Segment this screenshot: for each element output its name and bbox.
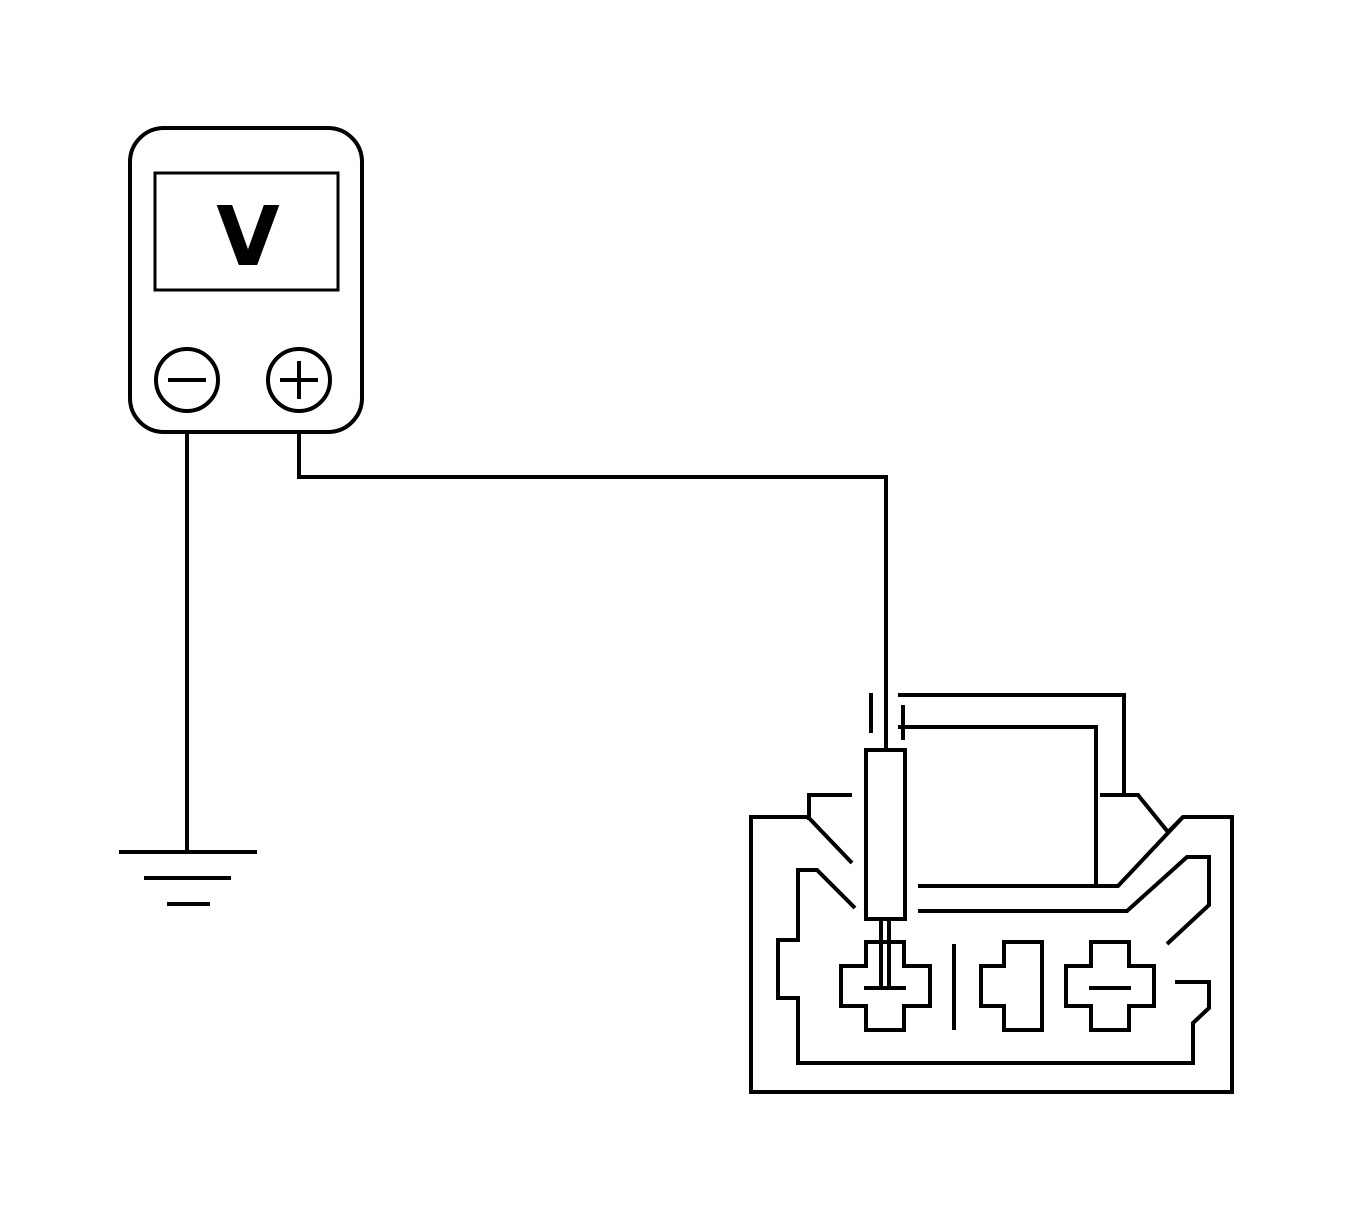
multimeter-body [128,126,364,434]
plus-circle-icon [266,347,332,413]
ground-symbol-icon [119,850,257,906]
multimeter-display [153,171,340,292]
multimeter-display-label: V [216,190,280,285]
back-probe-icon [864,693,907,988]
multimeter: V [128,126,364,434]
minus-circle-icon [154,347,220,413]
positive-lead-wire [297,432,888,750]
connector-housing-icon [749,693,1234,1094]
